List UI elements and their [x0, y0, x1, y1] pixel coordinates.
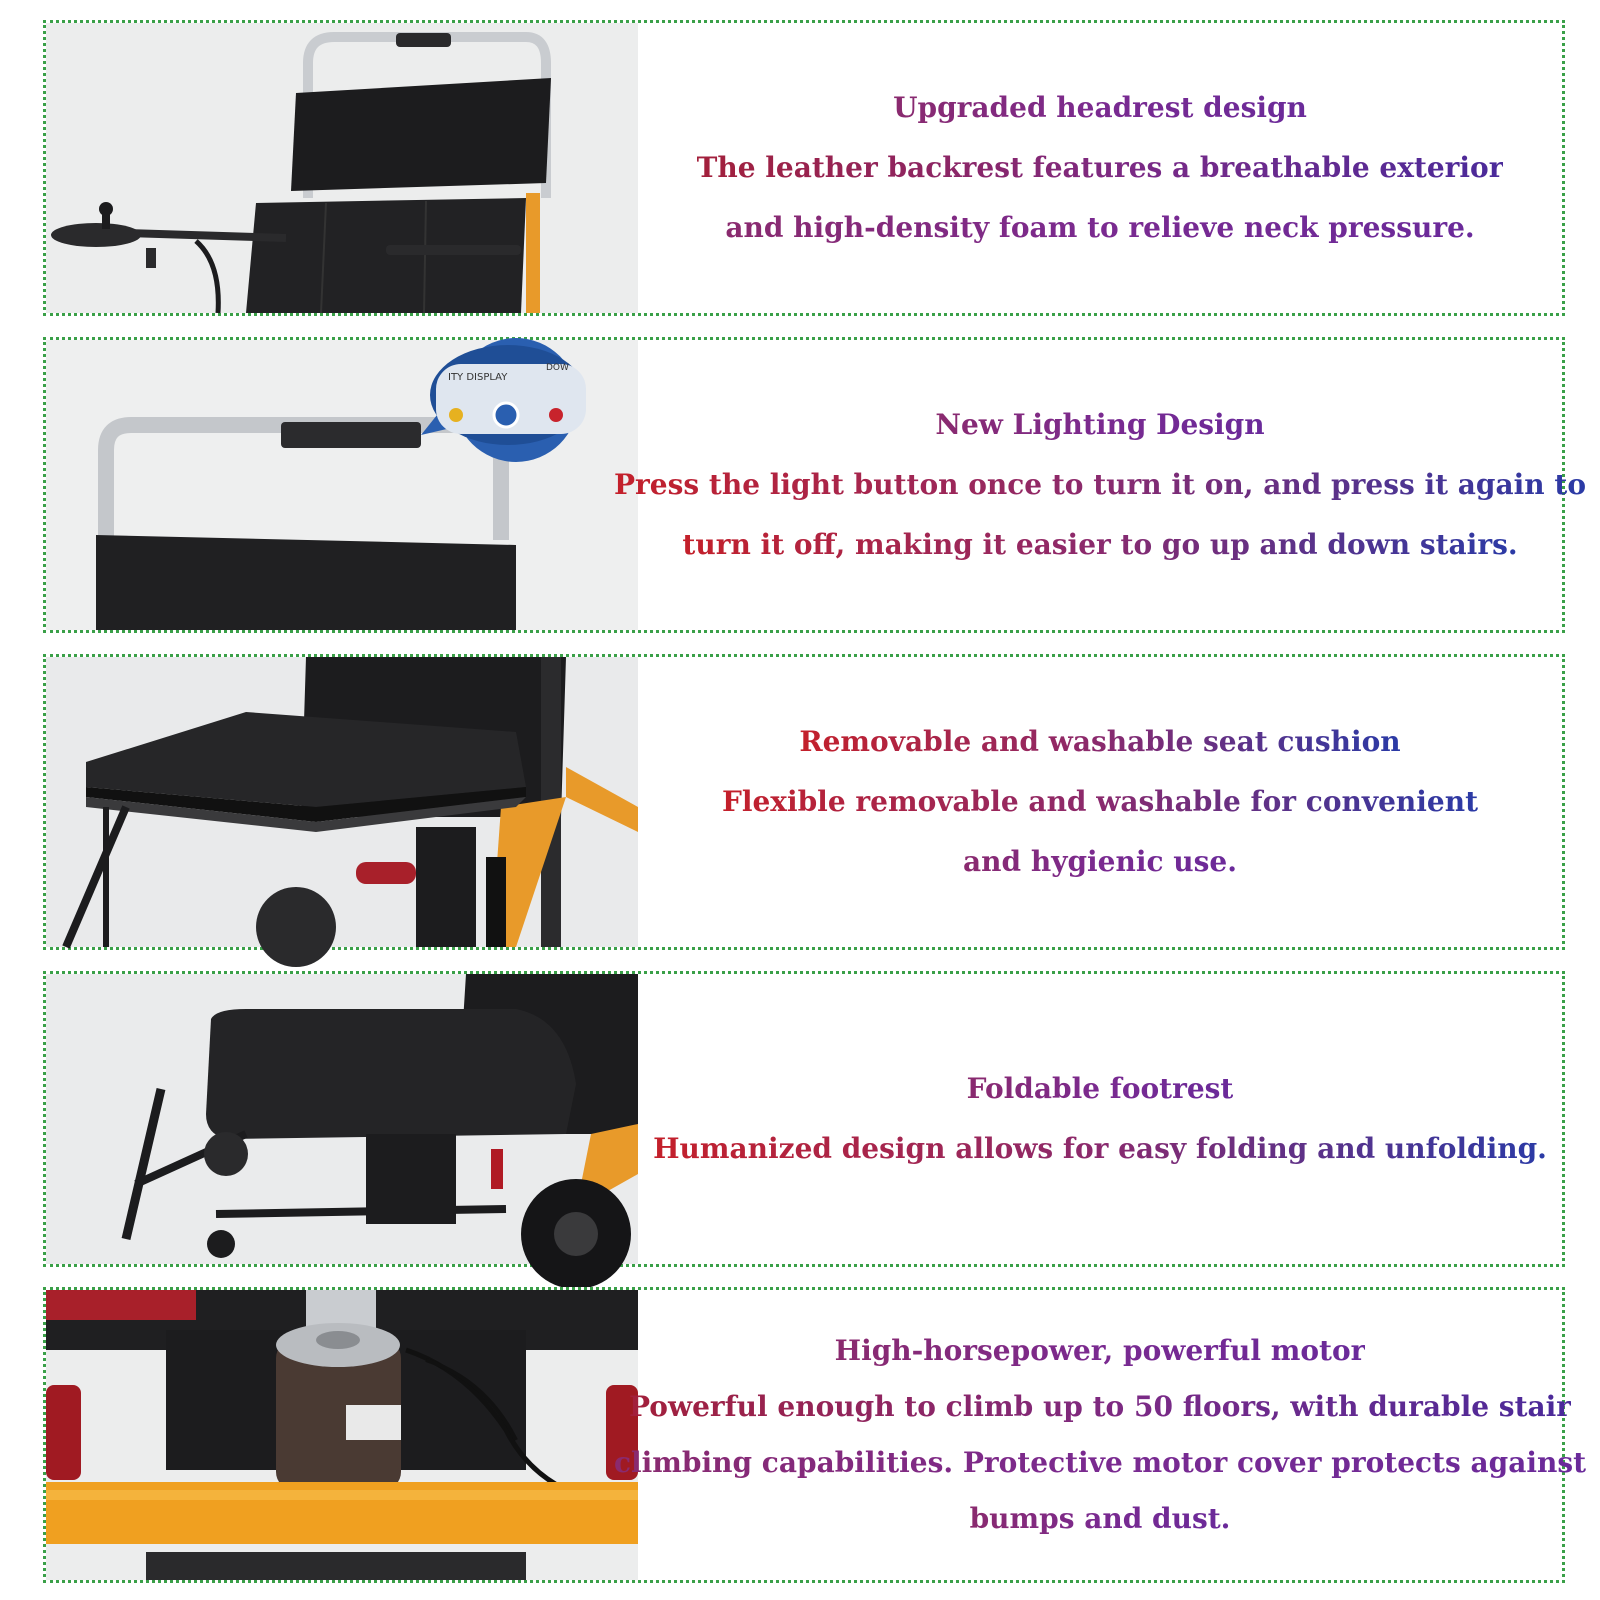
- feature-panel-footrest: Foldable footrest Humanized design allow…: [43, 971, 1565, 1289]
- feature-description-line: and hygienic use.: [963, 832, 1237, 892]
- feature-description-line: Flexible removable and washable for conv…: [722, 772, 1478, 832]
- feature-panel-motor: High-horsepower, powerful motor Powerful…: [43, 1287, 1586, 1583]
- feature-panel-seat-cushion: Removable and washable seat cushion Flex…: [43, 654, 1565, 967]
- feature-description-line: Powerful enough to climb up to 50 floors…: [629, 1379, 1571, 1435]
- feature-description-line: Press the light button once to turn it o…: [614, 455, 1586, 515]
- seat-cushion-text: Removable and washable seat cushion Flex…: [638, 657, 1562, 947]
- motor-text: High-horsepower, powerful motor Powerful…: [614, 1290, 1586, 1580]
- feature-description-line: and high-density foam to relieve neck pr…: [725, 198, 1474, 258]
- lighting-text: New Lighting Design Press the light butt…: [614, 340, 1586, 630]
- headrest-text: Upgraded headrest design The leather bac…: [638, 23, 1562, 313]
- feature-description-line: turn it off, making it easier to go up a…: [682, 515, 1517, 575]
- feature-title: New Lighting Design: [935, 395, 1264, 455]
- footrest-photo: [46, 974, 638, 1289]
- feature-description-line: The leather backrest features a breathab…: [697, 138, 1504, 198]
- feature-description-line: Humanized design allows for easy folding…: [653, 1119, 1547, 1179]
- feature-title: Upgraded headrest design: [893, 78, 1307, 138]
- feature-description-line: bumps and dust.: [970, 1491, 1231, 1547]
- feature-title: Foldable footrest: [967, 1059, 1234, 1119]
- motor-photo: [46, 1290, 638, 1580]
- feature-title: High-horsepower, powerful motor: [835, 1323, 1366, 1379]
- seat-cushion-photo: [46, 657, 638, 967]
- lighting-photo: ITY DISPLAY DOW: [46, 338, 638, 630]
- feature-title: Removable and washable seat cushion: [799, 712, 1400, 772]
- feature-panel-headrest: Upgraded headrest design The leather bac…: [43, 20, 1565, 316]
- feature-description-line: climbing capabilities. Protective motor …: [614, 1435, 1586, 1491]
- display-label: ITY DISPLAY: [448, 372, 508, 383]
- feature-panel-lighting: ITY DISPLAY DOW New Lighting Design Pres…: [43, 337, 1586, 633]
- display-label-down: DOW: [546, 363, 569, 373]
- headrest-photo: [46, 23, 638, 314]
- footrest-text: Foldable footrest Humanized design allow…: [638, 974, 1562, 1264]
